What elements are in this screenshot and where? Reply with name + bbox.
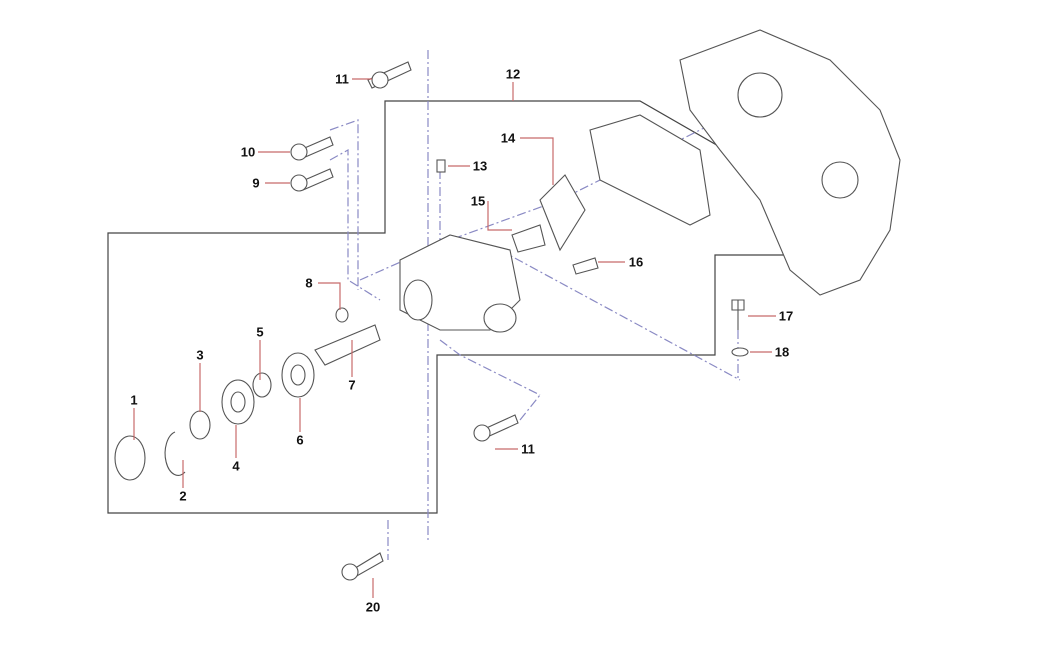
callout-11-bottom[interactable]: 11: [521, 441, 535, 457]
leader-lines: [133, 78, 776, 598]
callout-5[interactable]: 5: [256, 324, 264, 340]
callout-3[interactable]: 3: [196, 347, 204, 363]
callout-2[interactable]: 2: [179, 488, 187, 504]
callout-16[interactable]: 16: [628, 254, 644, 270]
callout-6[interactable]: 6: [296, 432, 304, 448]
assembly-boundary-12: [107, 100, 796, 514]
callout-7[interactable]: 7: [348, 377, 356, 393]
callout-10[interactable]: 10: [240, 144, 256, 160]
callout-18[interactable]: 18: [774, 344, 790, 360]
pump-housing: [399, 234, 521, 333]
callout-8[interactable]: 8: [305, 275, 313, 291]
callout-1[interactable]: 1: [130, 392, 138, 408]
callout-9[interactable]: 9: [252, 175, 260, 191]
callout-11-top[interactable]: 11: [335, 71, 349, 87]
callout-4[interactable]: 4: [232, 458, 240, 474]
callout-13[interactable]: 13: [472, 158, 488, 174]
engine-block: [589, 29, 901, 296]
small-parts: [114, 61, 749, 581]
callout-20[interactable]: 20: [365, 599, 381, 615]
callout-12[interactable]: 12: [505, 66, 521, 82]
centerlines: [329, 50, 761, 560]
callout-14[interactable]: 14: [500, 130, 516, 146]
callout-17[interactable]: 17: [778, 308, 794, 324]
callout-15[interactable]: 15: [470, 193, 486, 209]
